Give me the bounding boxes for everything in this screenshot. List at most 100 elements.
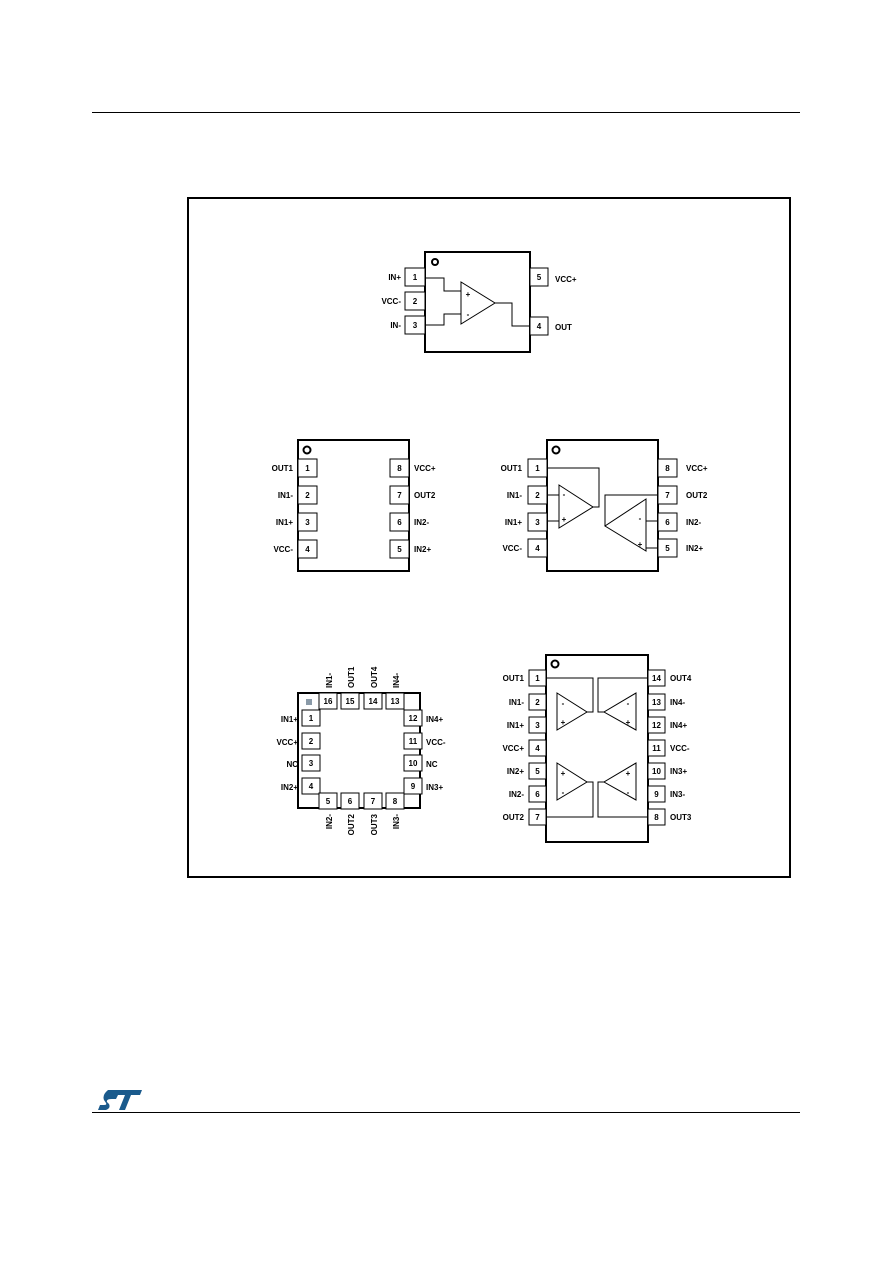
sot23-5-plus-sign: +	[466, 290, 471, 299]
qfn16-pin-16-number: 16	[324, 697, 333, 706]
so14-op2-plus: +	[561, 769, 566, 778]
qfn16-pin1-marker	[306, 699, 312, 705]
so8-pin-6-box	[657, 512, 678, 532]
so14-pin-6-box	[528, 785, 547, 803]
so14-label-8: OUT3	[670, 813, 692, 822]
qfn16-label-10: NC	[426, 760, 438, 769]
qfn16-pin-15-number: 15	[346, 697, 355, 706]
sot23-5-pin-2-box	[404, 291, 426, 311]
so8-label-3: IN1+	[505, 518, 522, 527]
so8-pin-2-number: 2	[535, 491, 540, 500]
dfn8-pin-3-box	[297, 512, 318, 532]
so8-pin-7-number: 7	[665, 491, 670, 500]
qfn16-pin-4-number: 4	[309, 782, 314, 791]
sot23-5-pin-2-number: 2	[413, 297, 418, 306]
so8-label-5: IN2+	[686, 544, 703, 553]
so14-label-4: VCC+	[502, 744, 524, 753]
so8-label-4: VCC-	[502, 544, 522, 553]
qfn16-label-3: NC	[286, 760, 298, 769]
so14-out2-trace	[546, 781, 594, 818]
qfn16-pin-12-number: 12	[409, 714, 418, 723]
st-logo	[98, 1088, 144, 1117]
dfn8-label-7: OUT2	[414, 491, 436, 500]
so14-pin-12-number: 12	[652, 721, 661, 730]
so14-label-2: IN1-	[509, 698, 524, 707]
so8-label-7: OUT2	[686, 491, 708, 500]
so8-pin-8-number: 8	[665, 464, 670, 473]
qfn16-pin-5-box	[318, 792, 338, 810]
qfn16-pin-9-box	[403, 777, 423, 795]
qfn16-pin-3-number: 3	[309, 759, 314, 768]
sot23-5-label-4: OUT	[555, 323, 572, 332]
so14-label-7: OUT2	[503, 813, 525, 822]
dfn8-label-2: IN1-	[278, 491, 293, 500]
so8-b-minus: -	[639, 514, 642, 523]
so14-pin-10-number: 10	[652, 767, 661, 776]
sot23-5-pin-5-number: 5	[537, 273, 542, 282]
qfn16-label-8: IN3-	[392, 814, 401, 829]
so8-label-8: VCC+	[686, 464, 708, 473]
dfn8-pin-4-number: 4	[305, 545, 310, 554]
sot23-5-pin-4-number: 4	[537, 322, 542, 331]
so14-label-9: IN3-	[670, 790, 685, 799]
so8-pin-4-box	[527, 538, 548, 558]
dfn8-pin1-marker	[302, 445, 312, 455]
qfn16-pin-5-number: 5	[326, 797, 331, 806]
pinout-figure-frame	[187, 197, 791, 878]
dfn8-pin-2-box	[297, 485, 318, 505]
dfn8-pin-3-number: 3	[305, 518, 310, 527]
so14-opamp-1	[556, 692, 588, 731]
qfn16-pin-8-number: 8	[393, 797, 398, 806]
qfn16-pin-2-box	[301, 732, 321, 750]
sot23-5-label-1: IN+	[388, 273, 401, 282]
so14-pin-3-box	[528, 716, 547, 734]
qfn16-pin-12-box	[403, 709, 423, 727]
so14-pin-5-box	[528, 762, 547, 780]
qfn16-pin-15-box	[340, 692, 360, 710]
sot23-5-minus-sign: -	[467, 310, 470, 319]
sot23-5-label-3: IN-	[390, 321, 401, 330]
so14-pin-1-number: 1	[535, 674, 540, 683]
sot23-5-pin1-marker	[431, 258, 439, 266]
dfn8-label-6: IN2-	[414, 518, 429, 527]
so14-pin-13-box	[647, 693, 666, 711]
qfn16-label-16: IN1-	[325, 673, 334, 688]
so14-pin-9-number: 9	[654, 790, 659, 799]
qfn16-label-11: VCC-	[426, 738, 446, 747]
qfn16-pin-6-number: 6	[348, 797, 353, 806]
st-logo-mark	[98, 1090, 142, 1110]
so14-label-13: IN4-	[670, 698, 685, 707]
dfn8-pin-1-number: 1	[305, 464, 310, 473]
so14-pin-13-number: 13	[652, 698, 661, 707]
qfn16-pin-2-number: 2	[309, 737, 314, 746]
sot23-5-pin-5-box	[529, 267, 549, 287]
so14-label-1: OUT1	[503, 674, 525, 683]
so14-pin-4-number: 4	[535, 744, 540, 753]
so14-pin-10-box	[647, 762, 666, 780]
so14-pin-3-number: 3	[535, 721, 540, 730]
so14-out4-trace	[597, 677, 648, 713]
dfn8-pin-1-box	[297, 458, 318, 478]
so14-opamp-3	[603, 762, 637, 801]
so8-opamp-b	[604, 498, 647, 552]
so14-label-12: IN4+	[670, 721, 687, 730]
dfn8-pin-6-number: 6	[397, 518, 402, 527]
qfn16-pin-10-number: 10	[409, 759, 418, 768]
so8-pin-1-number: 1	[535, 464, 540, 473]
header-rule	[92, 112, 800, 113]
qfn16-pin-8-box	[385, 792, 405, 810]
so8-out2-trace	[604, 494, 658, 526]
qfn16-label-6: OUT2	[347, 813, 356, 835]
dfn8-label-8: VCC+	[414, 464, 436, 473]
qfn16-label-9: IN3+	[426, 783, 443, 792]
so14-opamp-4	[603, 692, 637, 731]
so8-b-plus: +	[638, 540, 643, 549]
so14-op4-plus: +	[626, 718, 631, 727]
so14-label-11: VCC-	[670, 744, 690, 753]
so14-label-14: OUT4	[670, 674, 692, 683]
qfn16-pin-10-box	[403, 754, 423, 772]
so14-pin-9-box	[647, 785, 666, 803]
so8-pin-3-box	[527, 512, 548, 532]
sot23-5-in-minus-trace	[425, 313, 461, 326]
